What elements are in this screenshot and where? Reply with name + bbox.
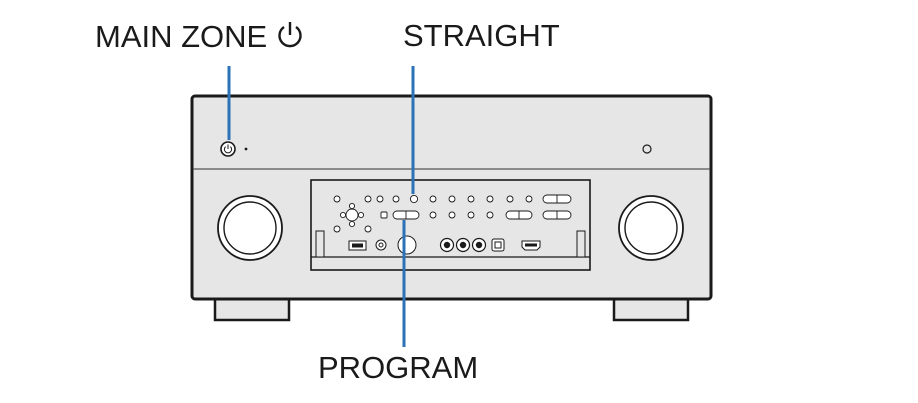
headphone-jack-icon [397,235,417,255]
main-zone-label: MAIN ZONE [95,20,305,55]
main-zone-power-icon [223,144,233,154]
program-label: PROGRAM [318,350,479,385]
standby-indicator [244,147,248,151]
left-foot [213,296,291,322]
volume-knob-icon[interactable] [618,195,684,261]
small-buttons-left[interactable] [333,195,384,233]
top-row-buttons[interactable] [392,194,572,204]
straight-button [409,194,419,204]
right-foot [612,296,690,322]
mic-jack-icon [375,239,387,251]
power-icon [275,20,305,55]
usb-port-icon [348,240,367,251]
cursor-keys-icon[interactable] [339,202,365,228]
hdmi-port-icon [521,240,541,251]
input-knob-icon[interactable] [217,195,283,261]
straight-label: STRAIGHT [403,18,560,53]
front-door-panel [310,179,591,271]
second-row-buttons[interactable] [380,210,572,220]
remote-sensor-icon [642,144,652,154]
av-input-jacks-icon [439,237,505,253]
main-zone-label-text: MAIN ZONE [95,19,268,54]
